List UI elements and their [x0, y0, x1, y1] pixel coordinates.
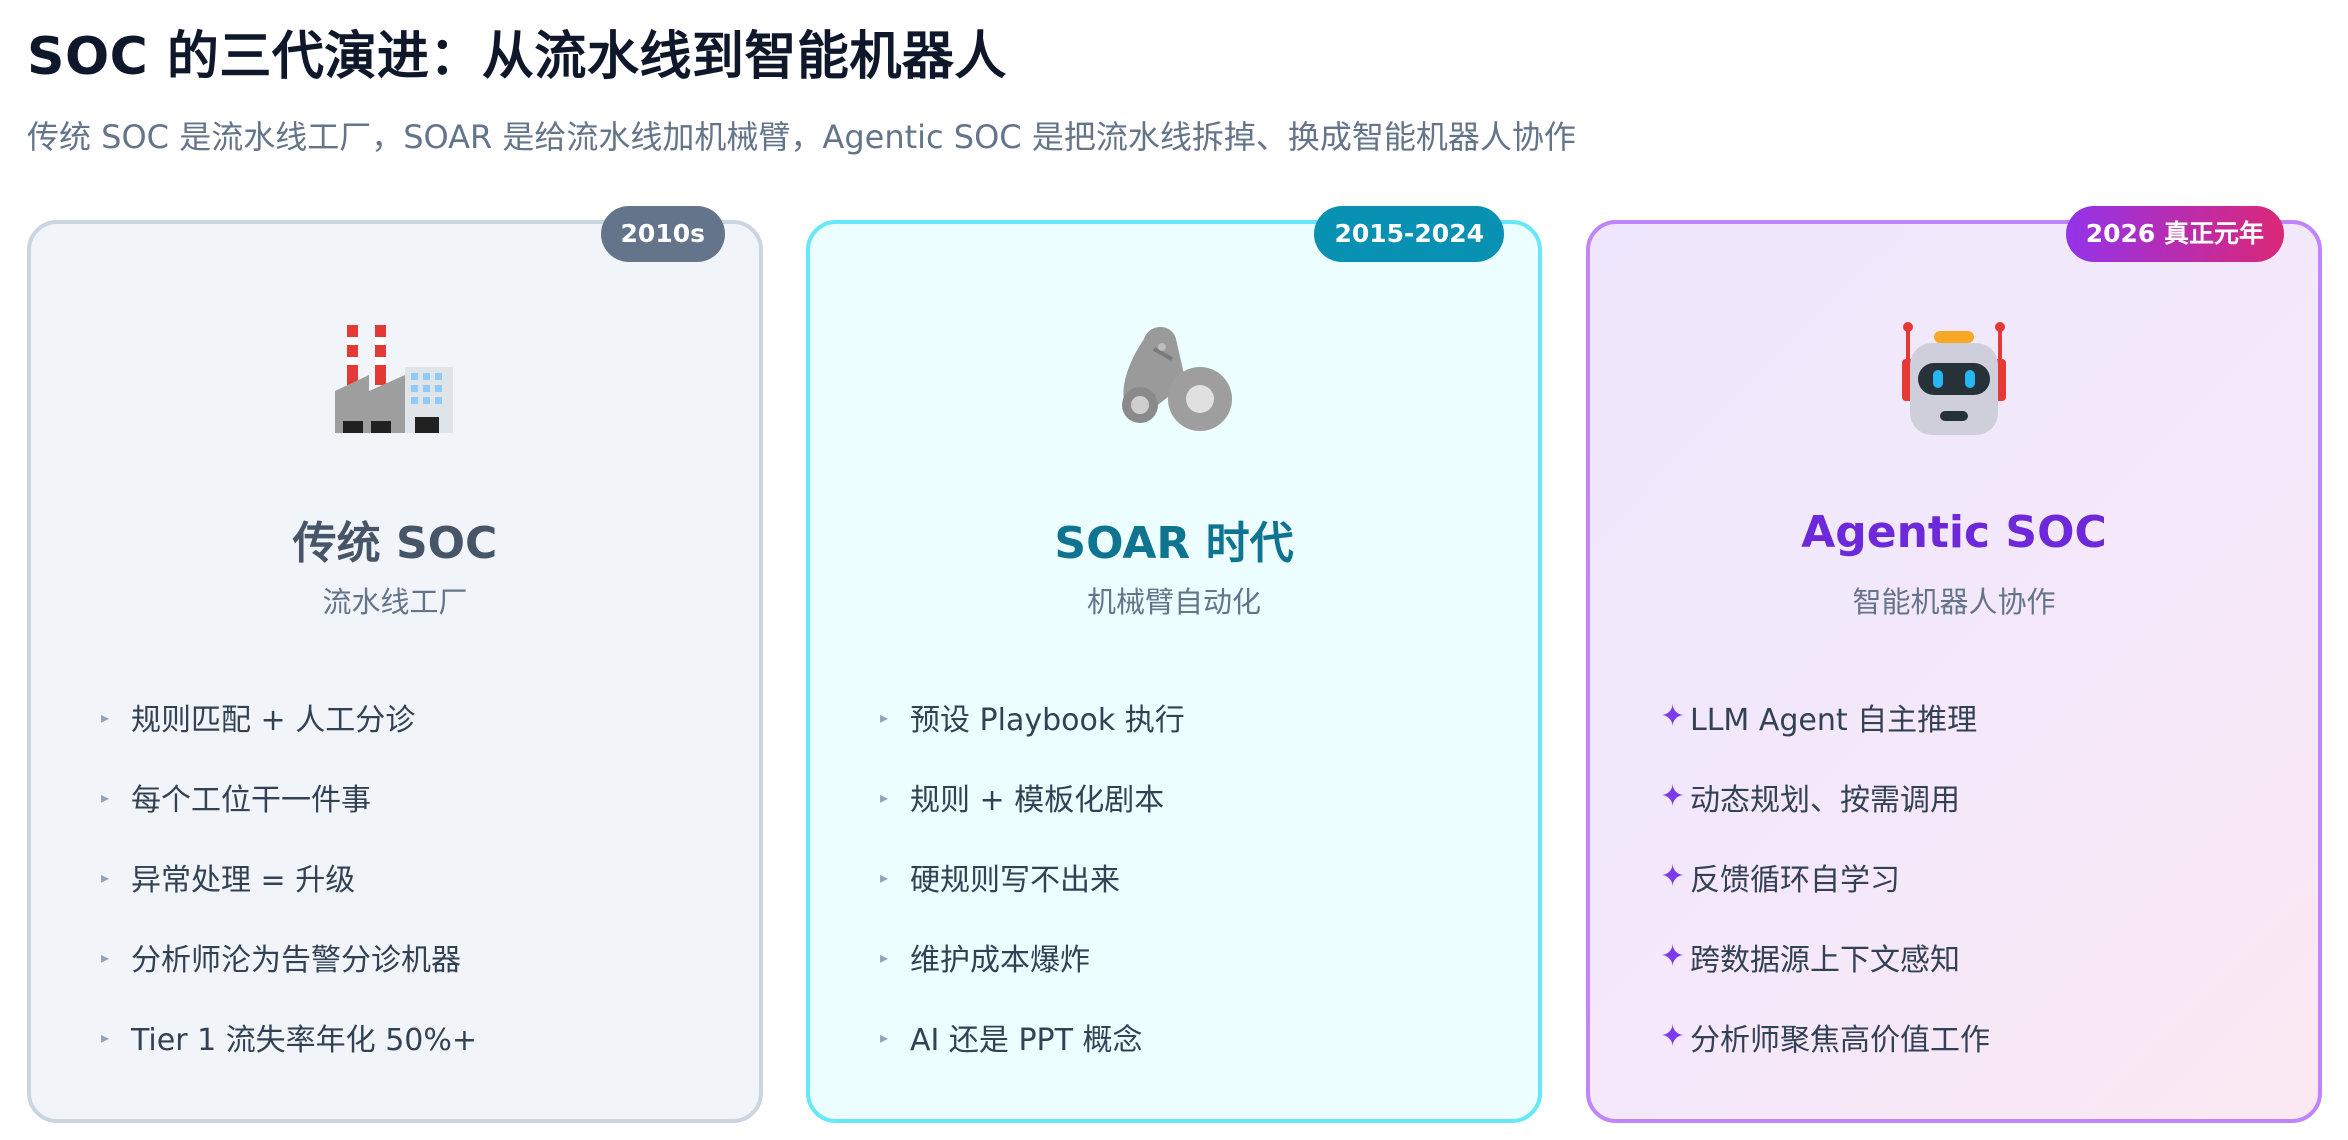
factory-icon: [335, 319, 455, 439]
sparkle-icon: ✦: [1660, 779, 1686, 814]
feature-text: 分析师沦为告警分诊机器: [131, 943, 461, 978]
feature-text: 反馈循环自学习: [1690, 863, 1900, 898]
feature-text: 规则 + 模板化剧本: [910, 783, 1165, 818]
feature-text: 每个工位干一件事: [131, 783, 371, 818]
feature-item: ✦反馈循环自学习: [1660, 837, 2288, 917]
feature-text: 硬规则写不出来: [910, 863, 1120, 898]
robot-icon: [1894, 319, 2014, 439]
card-subtitle: 流水线工厂: [322, 585, 468, 619]
bullet-icon: ▸: [880, 1027, 889, 1047]
feature-text: 预设 Playbook 执行: [910, 703, 1185, 738]
feature-text: LLM Agent 自主推理: [1690, 703, 1978, 738]
sparkle-icon: ✦: [1660, 859, 1686, 894]
card-title: SOAR 时代: [1054, 518, 1294, 569]
card-subtitle: 智能机器人协作: [1852, 585, 2056, 619]
feature-list: ▸ 预设 Playbook 执行 ▸ 规则 + 模板化剧本 ▸ 硬规则写不出来 ▸ 维护…: [880, 677, 1508, 1077]
card-title: 传统 SOC: [292, 518, 498, 569]
bullet-icon: ▸: [880, 787, 889, 807]
bullet-icon: ▸: [101, 1027, 110, 1047]
feature-text: AI 还是 PPT 概念: [910, 1023, 1143, 1058]
bullet-icon: ▸: [101, 867, 110, 887]
card-traditional-soc: 2010s 传统 SOC 流水线工厂: [27, 206, 763, 1123]
era-badge: 2026 真正元年: [2065, 206, 2284, 262]
era-badge: 2015-2024: [1314, 206, 1504, 262]
feature-item: ✦LLM Agent 自主推理: [1660, 677, 2288, 757]
feature-item: ▸ Tier 1 流失率年化 50%+: [101, 997, 729, 1077]
feature-text: 异常处理 = 升级: [131, 863, 356, 898]
feature-item: ▸ 分析师沦为告警分诊机器: [101, 917, 729, 997]
feature-text: 规则匹配 + 人工分诊: [131, 703, 416, 738]
feature-item: ▸ 预设 Playbook 执行: [880, 677, 1508, 757]
era-badge: 2010s: [600, 206, 725, 262]
bullet-icon: ▸: [101, 707, 110, 727]
card-agentic-soc: 2026 真正元年 Agentic SOC 智能机器人协作 ✦LLM Agent…: [1586, 206, 2322, 1123]
feature-text: Tier 1 流失率年化 50%+: [131, 1023, 478, 1058]
card-subtitle: 机械臂自动化: [1086, 585, 1261, 619]
bullet-icon: ▸: [101, 787, 110, 807]
feature-item: ▸ AI 还是 PPT 概念: [880, 997, 1508, 1077]
feature-item: ▸ 规则匹配 + 人工分诊: [101, 677, 729, 757]
feature-item: ▸ 维护成本爆炸: [880, 917, 1508, 997]
feature-text: 跨数据源上下文感知: [1690, 943, 1960, 978]
feature-item: ✦跨数据源上下文感知: [1660, 917, 2288, 997]
card-soar: 2015-2024 SOAR 时代 机械臂自动化 ▸ 预设 Playbook 执行…: [806, 206, 1542, 1123]
feature-item: ▸ 每个工位干一件事: [101, 757, 729, 837]
feature-item: ✦分析师聚焦高价值工作: [1660, 997, 2288, 1077]
bullet-icon: ▸: [880, 707, 889, 727]
bullet-icon: ▸: [101, 947, 110, 967]
sparkle-icon: ✦: [1660, 1019, 1686, 1054]
feature-item: ✦动态规划、按需调用: [1660, 757, 2288, 837]
feature-item: ▸ 硬规则写不出来: [880, 837, 1508, 917]
sparkle-icon: ✦: [1660, 939, 1686, 974]
card-title: Agentic SOC: [1801, 507, 2107, 558]
feature-list: ▸ 规则匹配 + 人工分诊 ▸ 每个工位干一件事 ▸ 异常处理 = 升级 ▸ 分析师沦为…: [101, 677, 729, 1077]
feature-item: ▸ 规则 + 模板化剧本: [880, 757, 1508, 837]
feature-list: ✦LLM Agent 自主推理 ✦动态规划、按需调用 ✦反馈循环自学习 ✦跨数据…: [1660, 677, 2288, 1077]
mechanical-arm-icon: [1114, 319, 1234, 439]
sparkle-icon: ✦: [1660, 699, 1686, 734]
feature-text: 分析师聚焦高价值工作: [1690, 1023, 1990, 1058]
feature-text: 动态规划、按需调用: [1690, 783, 1960, 818]
feature-text: 维护成本爆炸: [910, 943, 1090, 978]
feature-item: ▸ 异常处理 = 升级: [101, 837, 729, 917]
page-title: SOC 的三代演进：从流水线到智能机器人: [27, 27, 1007, 87]
bullet-icon: ▸: [880, 947, 889, 967]
page-subtitle: 传统 SOC 是流水线工厂，SOAR 是给流水线加机械臂，Agentic SOC…: [27, 118, 1576, 156]
bullet-icon: ▸: [880, 867, 889, 887]
